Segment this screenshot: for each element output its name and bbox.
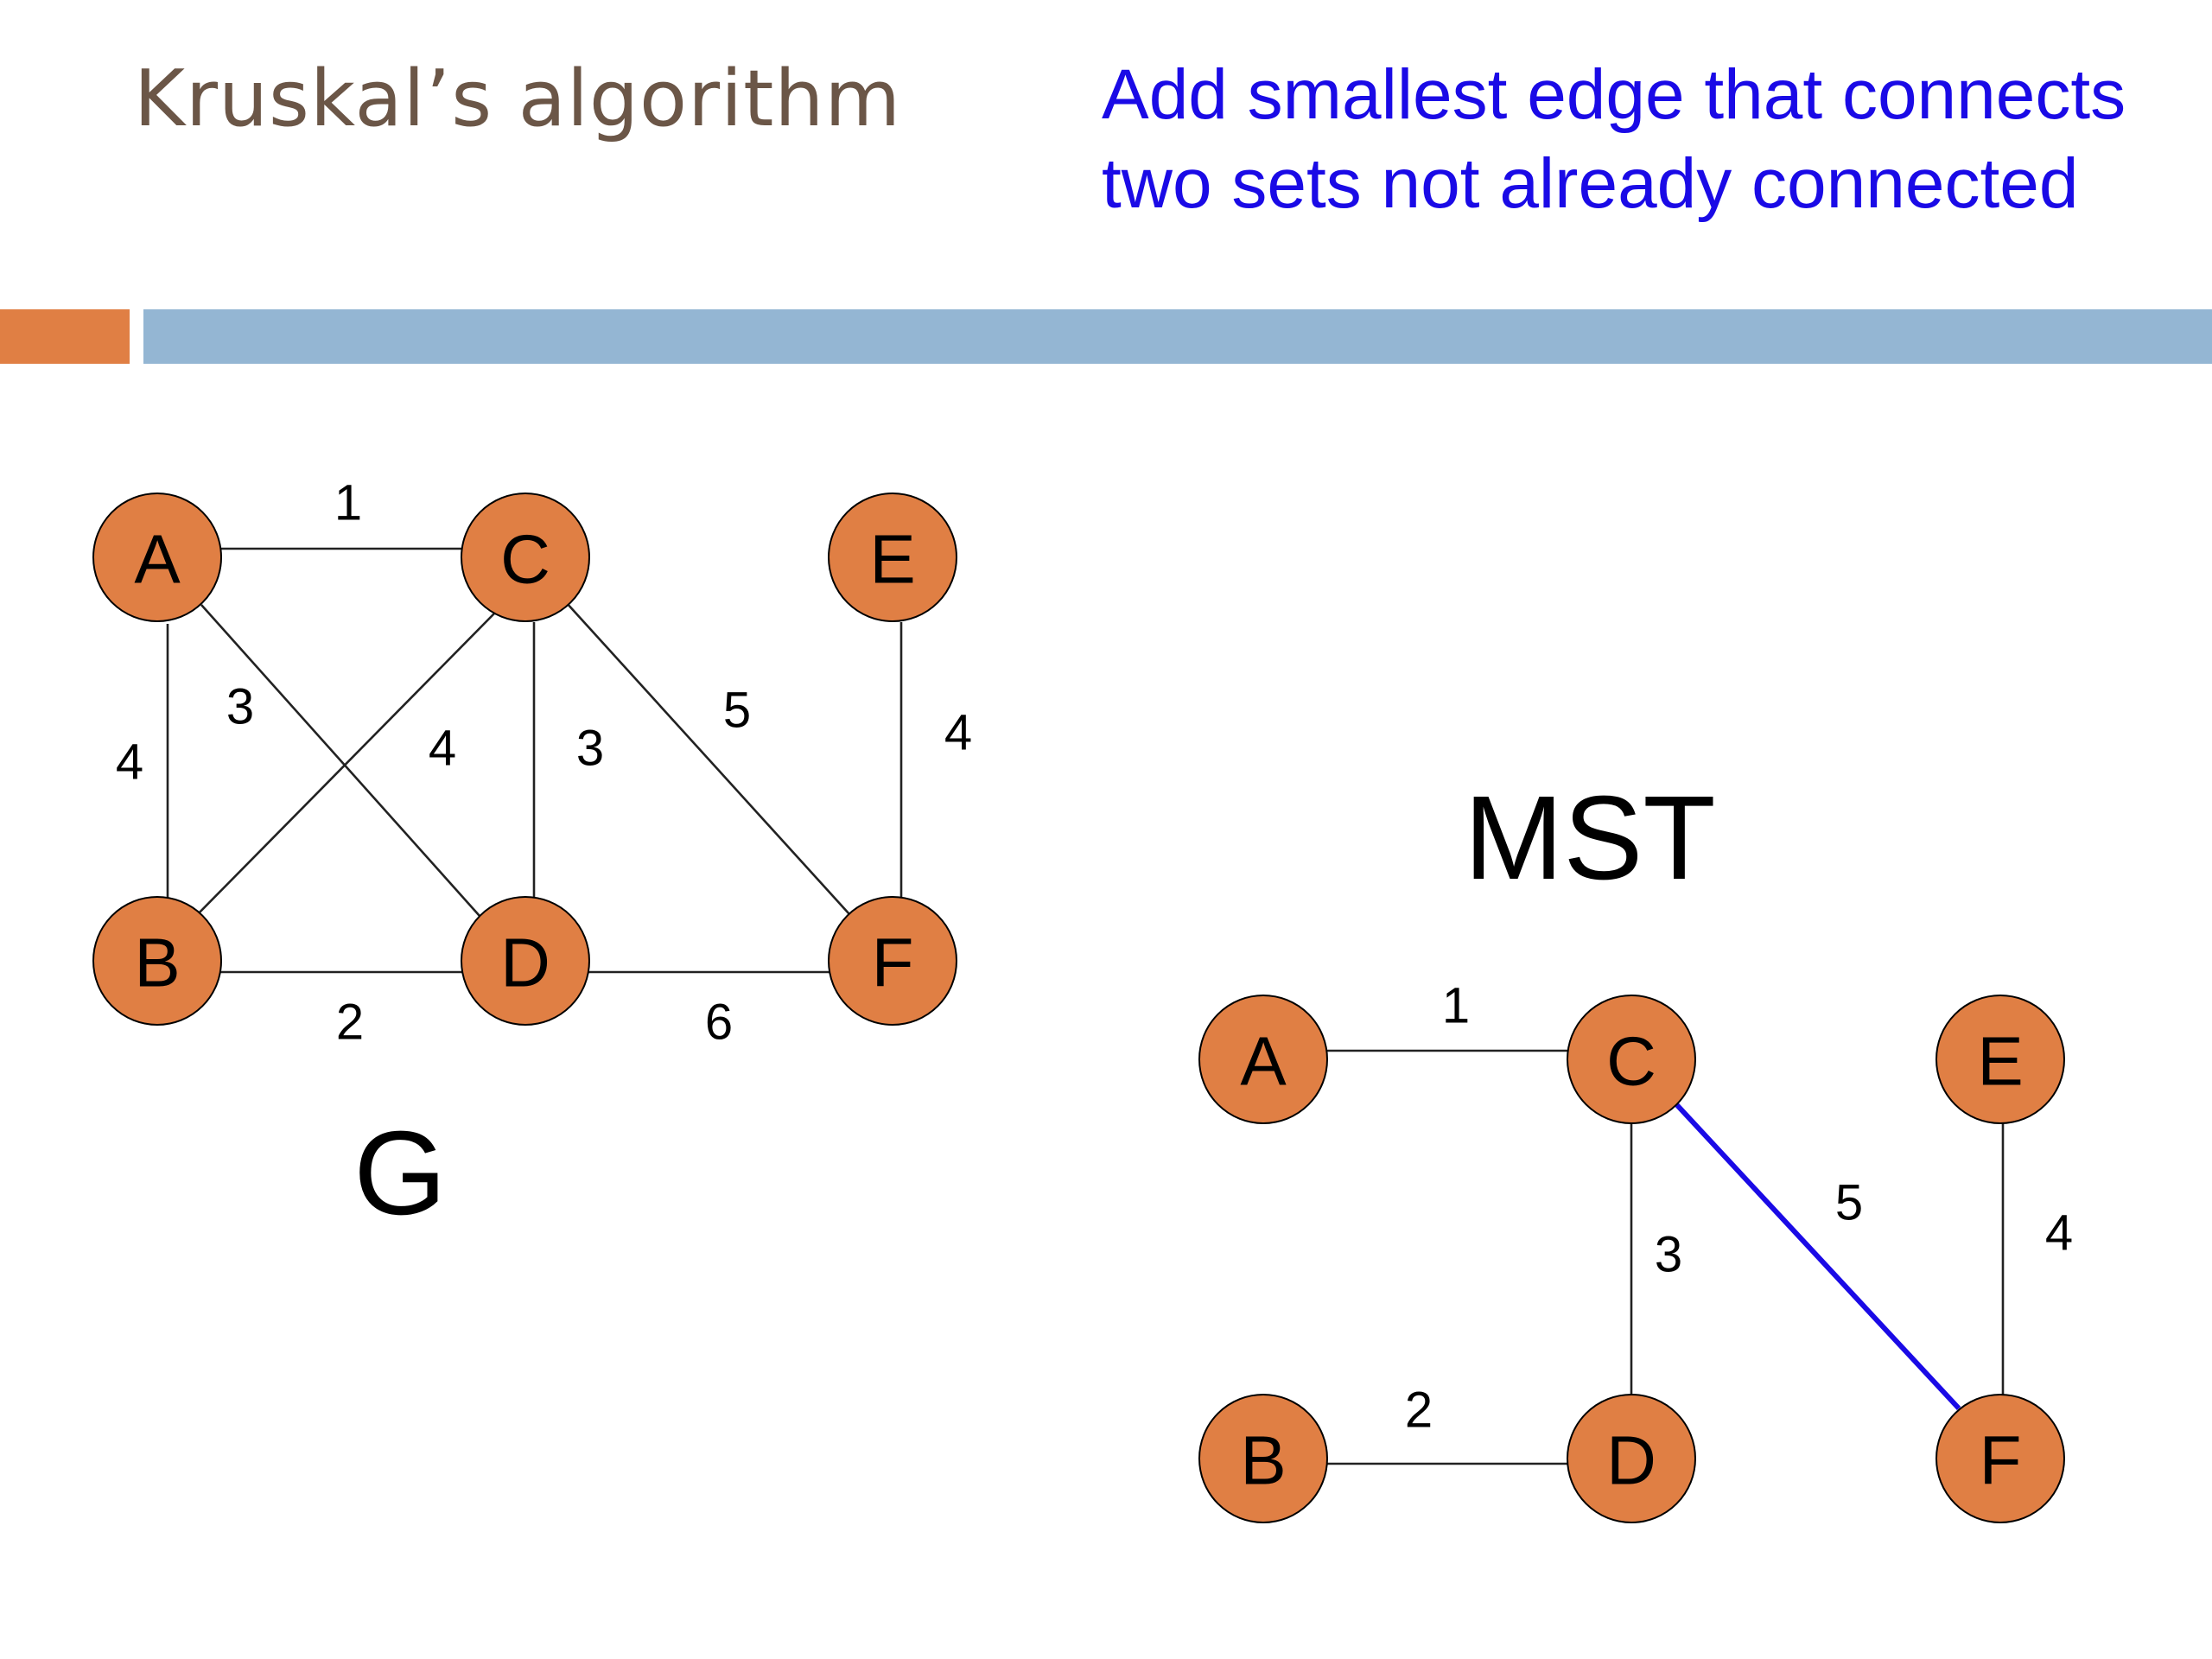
header-divider-bar	[143, 309, 2212, 364]
mst-node-e	[1936, 995, 2065, 1124]
g-edge-weight-a-c: 1	[334, 475, 362, 531]
g-node-d	[461, 896, 590, 1026]
slide-subtitle: Add smallest edge that connects two sets…	[1102, 50, 2126, 228]
g-edge-weight-c-d: 3	[576, 721, 604, 777]
mst-node-label-e: E	[1977, 1023, 2023, 1100]
g-graph: 1 4 3 4 3 5 4 2 6 A C E B D F G	[92, 475, 972, 1240]
g-node-label-e: E	[869, 521, 915, 598]
g-node-b	[92, 896, 222, 1026]
g-edge-weight-b-d: 2	[336, 995, 364, 1051]
g-node-label-a: A	[134, 521, 181, 598]
mst-node-label-a: A	[1240, 1023, 1287, 1100]
mst-node-f	[1936, 1394, 2065, 1523]
mst-graph: 1 3 5 4 2 A C E B D F MST	[1198, 772, 2073, 1523]
header-accent-bar	[0, 309, 130, 364]
g-edge-c-f	[565, 601, 850, 915]
g-edge-weight-c-f: 5	[723, 683, 751, 739]
mst-edge-weight-e-f: 4	[2045, 1205, 2073, 1262]
g-node-c	[461, 493, 590, 622]
mst-edge-weight-b-d: 2	[1405, 1382, 1433, 1439]
g-node-label-c: C	[500, 521, 550, 598]
mst-node-label-f: F	[1980, 1422, 2022, 1499]
mst-node-label-d: D	[1606, 1422, 1656, 1499]
subtitle-line: two sets not already connected	[1102, 144, 2079, 223]
mst-node-label-b: B	[1240, 1422, 1286, 1499]
g-node-e	[828, 493, 957, 622]
mst-edge-c-f	[1674, 1102, 1961, 1411]
g-node-label-d: D	[500, 925, 550, 1001]
mst-node-c	[1567, 995, 1696, 1124]
g-edge-c-b	[191, 613, 495, 921]
g-node-label-f: F	[872, 925, 914, 1001]
g-edge-weight-d-f: 6	[705, 995, 733, 1051]
g-edge-weight-a-d: 3	[226, 679, 254, 735]
g-node-label-b: B	[134, 925, 180, 1001]
mst-edge-weight-c-d: 3	[1655, 1227, 1682, 1283]
mst-edge-weight-c-f: 5	[1835, 1175, 1863, 1231]
g-node-a	[92, 493, 222, 622]
subtitle-line: Add smallest edge that connects	[1102, 55, 2126, 134]
g-edge-weight-e-f: 4	[944, 705, 972, 761]
g-edge-a-d	[200, 604, 480, 917]
mst-edge-weight-a-c: 1	[1442, 978, 1470, 1034]
mst-node-a	[1198, 995, 1328, 1124]
mst-node-label-c: C	[1606, 1023, 1656, 1100]
mst-caption: MST	[1464, 772, 1715, 905]
mst-node-d	[1567, 1394, 1696, 1523]
g-caption: G	[353, 1107, 446, 1240]
slide-title: Kruskal’s algorithm	[134, 54, 902, 144]
g-edge-weight-a-b: 4	[116, 734, 143, 791]
g-edge-weight-c-b: 4	[429, 721, 456, 777]
mst-node-b	[1198, 1394, 1328, 1523]
g-node-f	[828, 896, 957, 1026]
